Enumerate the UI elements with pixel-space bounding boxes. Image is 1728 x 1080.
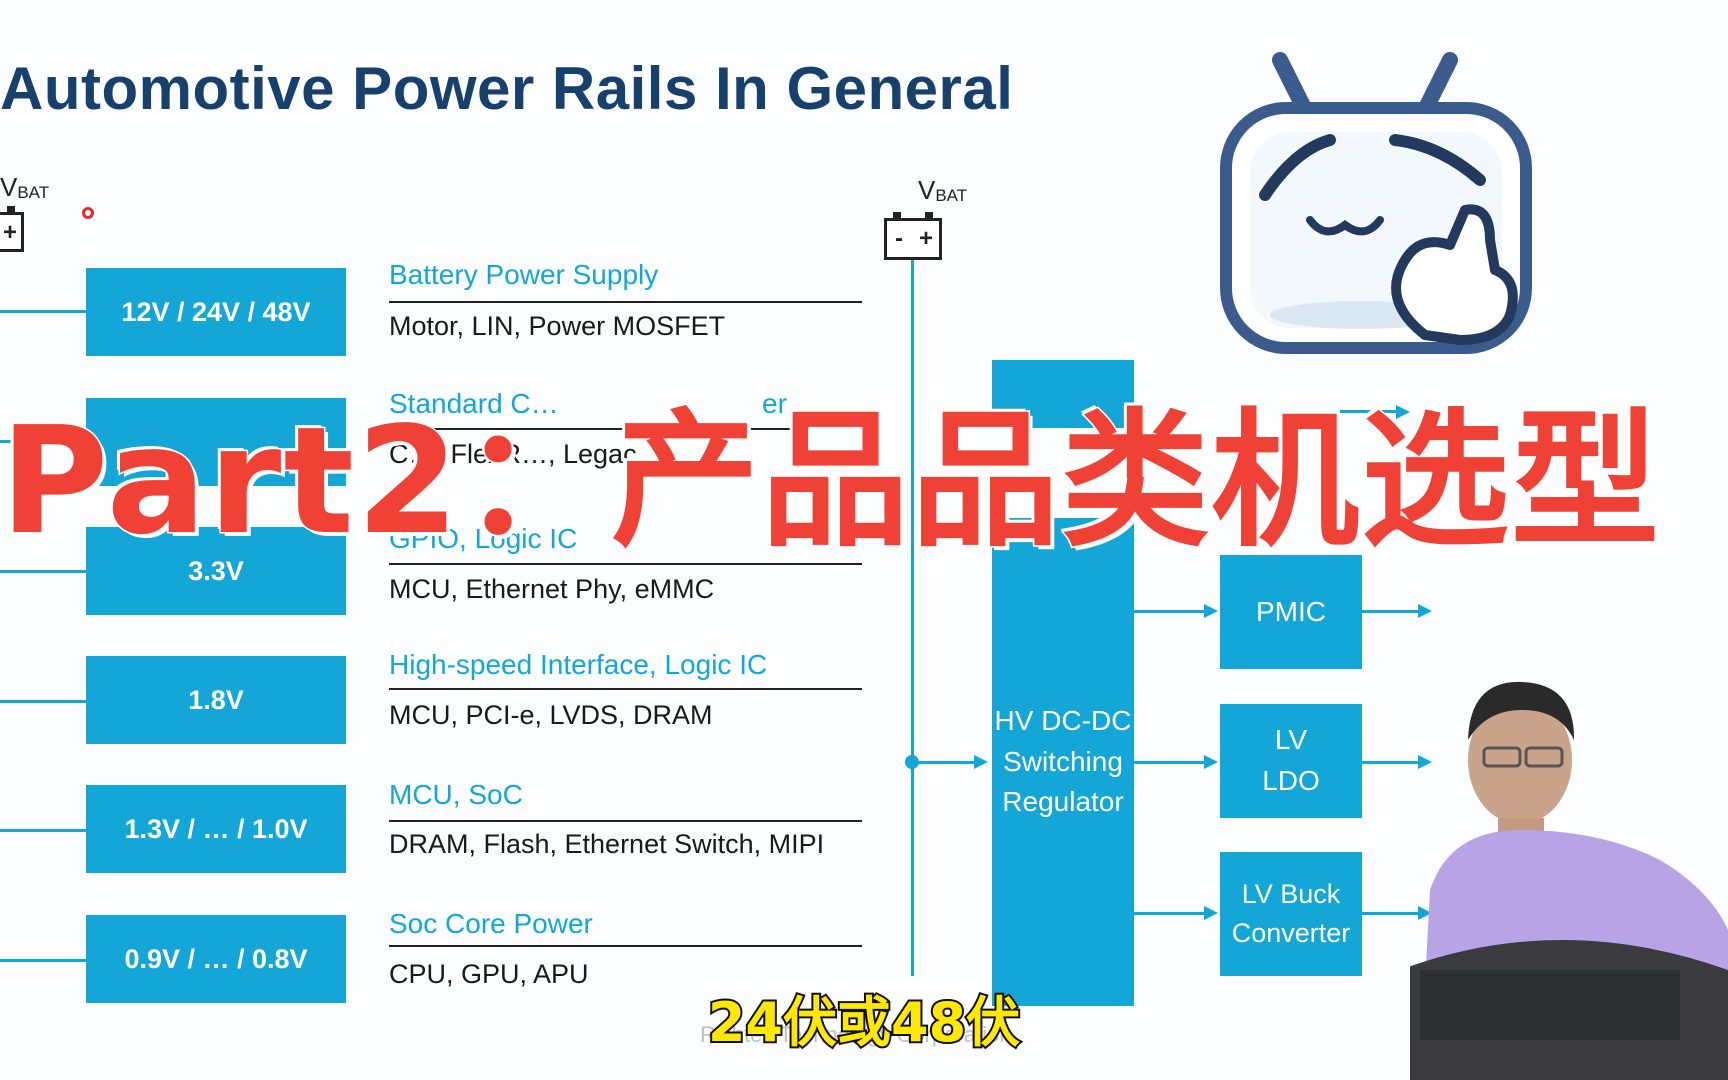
rail-rule: [389, 688, 862, 690]
mascot-icon: [1220, 52, 1532, 354]
arrow-head: [1204, 604, 1218, 618]
rail-box-3v3: 3.3V: [86, 527, 346, 615]
arrow-line: [914, 761, 976, 764]
rail-line: [0, 570, 86, 573]
presenter-video: [1410, 681, 1728, 1080]
arrow-line: [1134, 610, 1204, 613]
vbat-label-left: VBAT: [0, 172, 49, 203]
rail-description: Motor, LIN, Power MOSFET: [389, 311, 726, 341]
arrow-head: [1418, 755, 1432, 769]
arrow-head: [974, 755, 988, 769]
rail-heading: MCU, SoC: [389, 779, 523, 810]
rail-line: [0, 959, 86, 962]
rail-rule: [389, 563, 862, 565]
arrow-head: [1204, 755, 1218, 769]
rail-heading: Soc Core Power: [389, 908, 593, 939]
rail-description: C…, FlexR…, Legac…: [389, 439, 664, 469]
arrow-line: [1362, 761, 1420, 764]
bus-node: [905, 755, 919, 769]
rail-heading: Battery Power Supply: [389, 259, 659, 290]
rail-rule: [389, 820, 862, 822]
rail-line: [0, 700, 86, 703]
arrow-line: [1362, 912, 1420, 915]
arrow-line: [1134, 761, 1204, 764]
partial-block: [992, 360, 1134, 428]
vbat-sub: BAT: [935, 186, 968, 205]
vbat-label-right: VBAT: [918, 175, 967, 206]
battery-icon: +: [0, 206, 24, 252]
rail-line: [0, 829, 86, 832]
partial-heading-text: er: [762, 388, 787, 419]
rail-box-5v: [86, 398, 346, 486]
arrow-head: [1418, 906, 1432, 920]
vbat-v: V: [0, 172, 18, 202]
pmic-block: PMIC: [1220, 555, 1362, 669]
rail-heading: Standard C…: [389, 388, 559, 419]
rail-heading: High-speed Interface, Logic IC: [389, 649, 768, 680]
battery-icon: -+: [884, 212, 942, 260]
vbat-sub: BAT: [17, 183, 50, 202]
arrow-head: [1418, 604, 1432, 618]
rail-line: [0, 310, 86, 313]
rail-description: MCU, PCI-e, LVDS, DRAM: [389, 700, 713, 730]
rail-box-0v9: 0.9V / … / 0.8V: [86, 915, 346, 1003]
rail-description: CPU, GPU, APU: [389, 959, 589, 989]
rail-box-1v3: 1.3V / … / 1.0V: [86, 785, 346, 873]
rail-rule: [389, 301, 862, 303]
video-subtitle: 24伏或48伏: [706, 989, 1022, 1056]
rail-description: MCU, Ethernet Phy, eMMC: [389, 574, 715, 604]
overlay-title: Part2：产品品类机选型: [0, 394, 1662, 569]
rail-box-12v: 12V / 24V / 48V: [86, 268, 346, 356]
rail-rule: [389, 945, 862, 947]
slide-title: Automotive Power Rails In General: [0, 55, 1014, 122]
rail-description: DRAM, Flash, Ethernet Switch, MIPI: [389, 829, 825, 859]
arrow-line: [1134, 912, 1204, 915]
pointer-cursor-icon: [82, 207, 94, 219]
rail-line: [0, 440, 86, 443]
vbat-v: V: [918, 175, 936, 205]
arrow-line: [1362, 610, 1420, 613]
rail-rule: [389, 428, 862, 430]
arrow-head: [1204, 906, 1218, 920]
rail-box-1v8: 1.8V: [86, 656, 346, 744]
vbat-bus-line: [911, 260, 914, 976]
rail-heading: GPIO, Logic IC: [389, 523, 578, 554]
slide-footer: Richtek Technology Corporation: [700, 1022, 1012, 1047]
